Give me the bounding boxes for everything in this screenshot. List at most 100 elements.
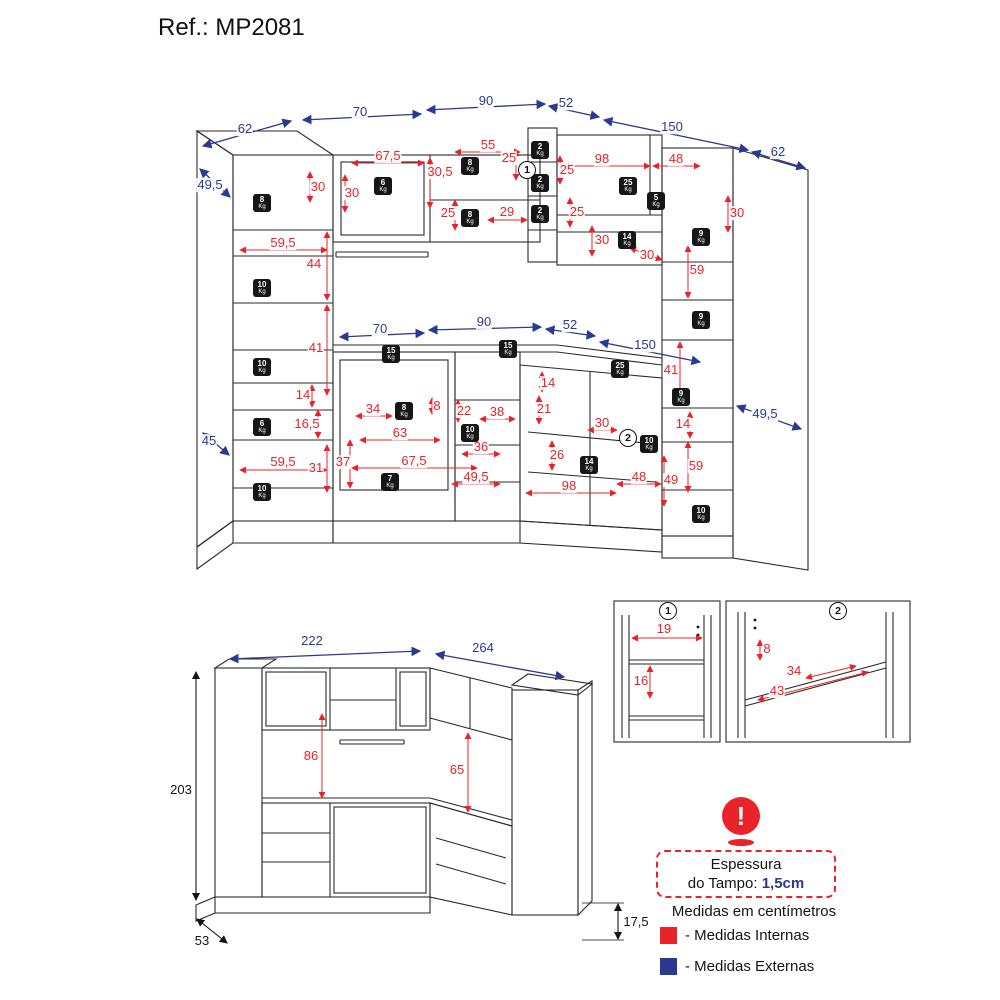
callout-number: 1 <box>518 161 536 179</box>
dimension-label: 41 <box>662 362 680 378</box>
dimension-label: 25 <box>439 205 457 221</box>
dimension-label: 37 <box>334 454 352 470</box>
thickness-value: 1,5cm <box>761 875 805 892</box>
dimension-label: 30 <box>593 232 611 248</box>
dimension-label: 65 <box>448 762 466 778</box>
external-color-swatch <box>660 958 677 975</box>
dimension-label: 30 <box>728 205 746 221</box>
thickness-note: Espessura do Tampo: 1,5cm <box>656 850 836 898</box>
dimension-label: 264 <box>471 640 495 656</box>
dimension-label: 98 <box>593 151 611 167</box>
dimension-label: 16,5 <box>293 416 321 432</box>
dimension-label: 70 <box>371 321 389 337</box>
dimension-label: 49 <box>662 472 680 488</box>
external-label: - Medidas Externas <box>685 958 815 975</box>
dimension-label: 203 <box>169 782 193 798</box>
dimension-label: 14 <box>539 375 557 391</box>
dimension-label: 86 <box>302 748 320 764</box>
dimension-label: 90 <box>475 314 493 330</box>
dimension-label: 31 <box>307 460 325 476</box>
lower-assembly-outline <box>195 658 624 941</box>
dimension-label: 43 <box>768 683 786 699</box>
dimension-label: 25 <box>500 150 518 166</box>
dimension-label: 67,5 <box>374 148 402 164</box>
dimension-label: 19 <box>655 621 673 637</box>
dimension-label: 34 <box>785 663 803 679</box>
dimension-label: 36 <box>472 439 490 455</box>
dimension-label: 59 <box>688 262 706 278</box>
detail-box-2 <box>725 600 911 743</box>
dimension-label: 16 <box>632 673 650 689</box>
dimension-label: 17,5 <box>622 914 650 930</box>
callout-number: 2 <box>619 429 637 447</box>
dimension-label: 8 <box>432 398 442 414</box>
dimension-label: 53 <box>193 933 211 949</box>
page-title: Ref.: MP2081 <box>158 14 305 41</box>
dimension-label: 14 <box>294 387 312 403</box>
dimension-label: 34 <box>364 401 382 417</box>
dimension-label: 41 <box>307 340 325 356</box>
dimension-label: 59,5 <box>269 454 297 470</box>
dimension-label: 38 <box>488 404 506 420</box>
dimension-label: 26 <box>548 447 566 463</box>
dimension-label: 52 <box>561 317 579 333</box>
dimension-label: 29 <box>498 204 516 220</box>
warning-exclamation: ! <box>736 800 746 831</box>
dimension-label: 150 <box>633 337 657 353</box>
dimension-label: 14 <box>674 416 692 432</box>
dimension-label: 45 <box>200 433 218 449</box>
units-note: Medidas em centímetros <box>671 903 837 920</box>
internal-color-swatch <box>660 927 677 944</box>
dimension-label: 90 <box>477 93 495 109</box>
warning-icon-shadow <box>728 839 754 846</box>
callout-number: 1 <box>659 602 677 620</box>
dimension-label: 30 <box>343 185 361 201</box>
dimension-label: 62 <box>236 121 254 137</box>
thickness-line2: do Tampo: 1,5cm <box>688 874 805 894</box>
dimension-label: 30 <box>638 247 656 263</box>
dimension-label: 98 <box>560 478 578 494</box>
dimension-label: 21 <box>535 401 553 417</box>
dimension-label: 22 <box>455 403 473 419</box>
dimension-label: 44 <box>305 256 323 272</box>
dimension-label: 222 <box>300 633 324 649</box>
thickness-prefix: do Tampo: <box>687 875 762 892</box>
internal-dimension-arrows-top <box>239 148 732 507</box>
dimension-label: 52 <box>557 95 575 111</box>
dimension-label: 30 <box>309 179 327 195</box>
dimension-label: 49,5 <box>751 406 779 422</box>
dimension-label: 55 <box>479 137 497 153</box>
internal-label: - Medidas Internas <box>685 927 810 944</box>
dimension-label: 59 <box>687 458 705 474</box>
thickness-line1: Espessura <box>710 855 782 873</box>
dimension-label: 8 <box>762 641 772 657</box>
warning-icon: ! <box>722 797 760 835</box>
callout-number: 2 <box>829 602 847 620</box>
detail-box-1 <box>613 600 721 743</box>
lower-assembly-dimensions <box>191 646 623 944</box>
dimension-label: 49,5 <box>462 469 490 485</box>
